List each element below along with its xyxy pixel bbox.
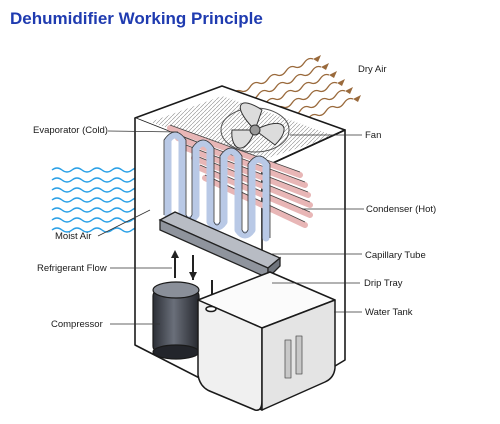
fan: [220, 102, 290, 153]
label-compressor: Compressor: [51, 319, 103, 330]
label-drip-tray: Drip Tray: [364, 278, 403, 289]
evaporator-coil-outline: [163, 131, 271, 238]
moist-air-waves: [51, 167, 143, 233]
leader-lines: [97, 130, 364, 325]
label-capillary-tube: Capillary Tube: [365, 250, 426, 261]
label-moist-air: Moist Air: [55, 231, 91, 242]
label-water-tank: Water Tank: [365, 307, 413, 318]
label-fan: Fan: [365, 130, 381, 141]
refrigerant-flow-arrows: [171, 250, 197, 280]
label-condenser: Condenser (Hot): [366, 204, 436, 215]
top-grill: [150, 96, 335, 160]
diagram-title: Dehumidifier Working Principle: [10, 9, 263, 28]
compressor: [152, 281, 200, 360]
label-dry-air: Dry Air: [358, 64, 387, 75]
label-evaporator: Evaporator (Cold): [33, 125, 108, 136]
water-tank: [197, 271, 336, 412]
dry-air-arrowheads: [313, 55, 361, 102]
label-refrigerant-flow: Refrigerant Flow: [37, 263, 107, 274]
